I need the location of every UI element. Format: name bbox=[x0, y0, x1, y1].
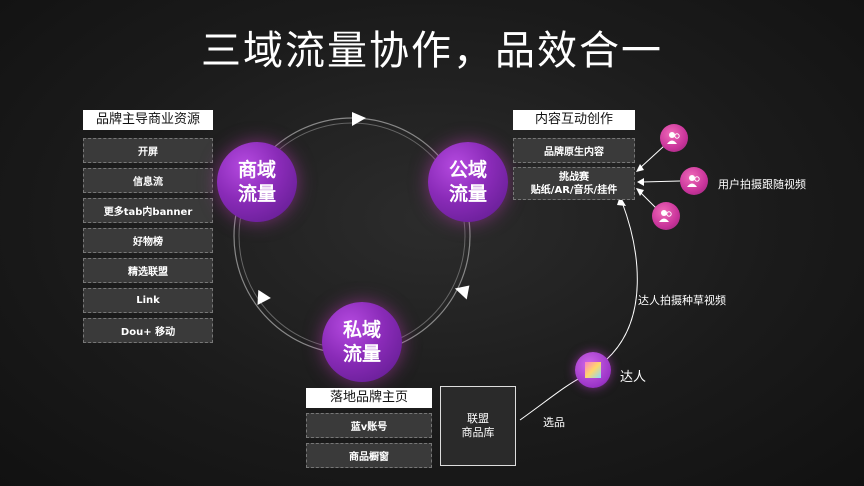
challenge-box[interactable]: 挑战赛 贴纸/AR/音乐/挂件 bbox=[513, 167, 635, 200]
resource-item-link[interactable]: Link bbox=[83, 288, 213, 313]
kol-video-label: 达人拍摄种草视频 bbox=[638, 294, 726, 307]
brand-native-content[interactable]: 品牌原生内容 bbox=[513, 138, 635, 163]
play-arrow-icon bbox=[257, 289, 271, 306]
resource-item-dou-plus[interactable]: Dou+ 移动 bbox=[83, 318, 213, 343]
user-icon bbox=[652, 202, 680, 230]
public-traffic-node: 公域 流量 bbox=[428, 142, 508, 222]
kol-node bbox=[575, 352, 611, 388]
bottom-panel-header: 落地品牌主页 bbox=[306, 388, 432, 408]
play-arrow-icon bbox=[454, 285, 470, 300]
commerce-traffic-node: 商域 流量 bbox=[217, 142, 297, 222]
right-panel-header: 内容互动创作 bbox=[513, 110, 635, 130]
product-showcase[interactable]: 商品橱窗 bbox=[306, 443, 432, 468]
user-icon bbox=[660, 124, 688, 152]
resource-item-banner[interactable]: 更多tab内banner bbox=[83, 198, 213, 223]
resource-item-feed[interactable]: 信息流 bbox=[83, 168, 213, 193]
gradient-square-icon bbox=[585, 362, 601, 378]
play-arrow-icon bbox=[352, 112, 366, 126]
kol-label: 达人 bbox=[620, 370, 647, 385]
resource-item-alliance[interactable]: 精选联盟 bbox=[83, 258, 213, 283]
private-traffic-node: 私域 流量 bbox=[322, 302, 402, 382]
left-panel-header: 品牌主导商业资源 bbox=[83, 110, 213, 130]
resource-item-splash[interactable]: 开屏 bbox=[83, 138, 213, 163]
blue-v-account[interactable]: 蓝v账号 bbox=[306, 413, 432, 438]
select-label: 选品 bbox=[543, 416, 565, 429]
user-icon bbox=[680, 167, 708, 195]
resource-item-good-list[interactable]: 好物榜 bbox=[83, 228, 213, 253]
user-follow-label: 用户拍摄跟随视频 bbox=[718, 178, 806, 191]
page-title: 三域流量协作，品效合一 bbox=[201, 28, 663, 74]
alliance-product-library[interactable]: 联盟 商品库 bbox=[440, 386, 516, 466]
